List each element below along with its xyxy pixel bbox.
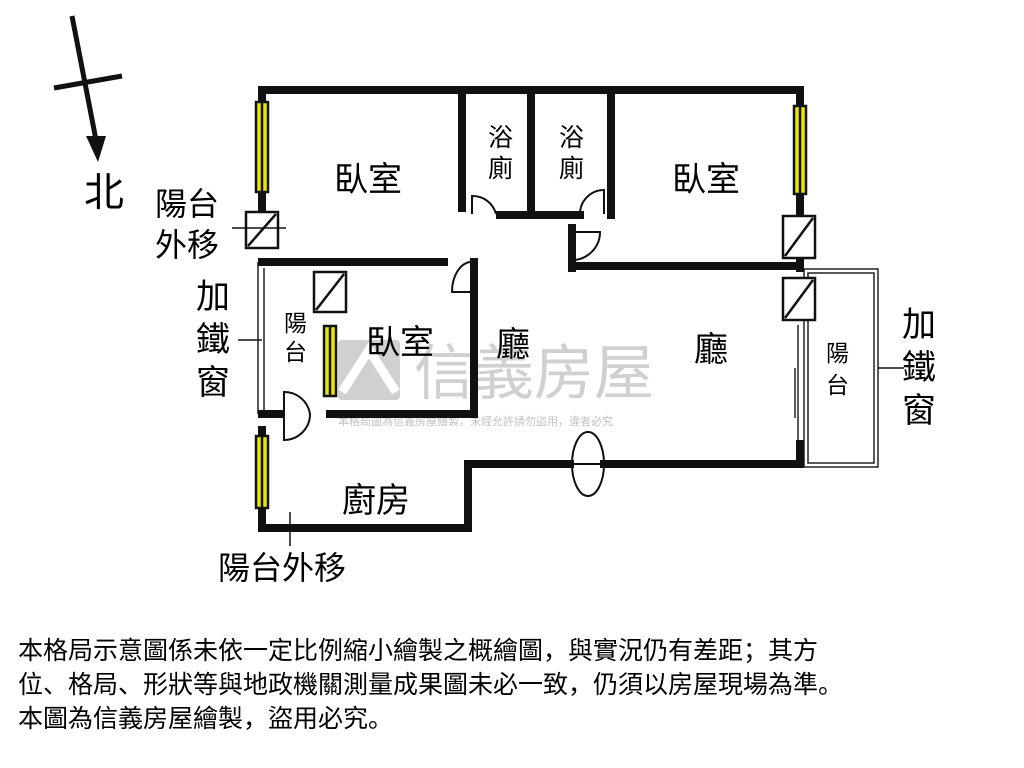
annotation-iron-window-right-1: 加: [902, 305, 936, 345]
room-kitchen: 廚房: [342, 481, 410, 521]
door-living-bottom: [570, 431, 606, 497]
door-bath2: [579, 188, 605, 215]
annotation-balcony-shift-top-line1: 陽台: [155, 185, 219, 223]
room-labels: 臥室 浴 廁 浴 廁 臥室 臥室 廳 廳 陽 台 陽 台 廚房: [284, 123, 849, 521]
room-living-right: 廳: [694, 330, 728, 370]
compass-arrow-icon: [86, 136, 106, 162]
room-bath-2-line1: 浴: [559, 123, 584, 152]
annotation-iron-window-right-3: 窗: [902, 391, 936, 431]
door-bedroom-mid: [450, 261, 471, 293]
vent-symbols: [232, 210, 817, 322]
room-bath-1-line2: 廁: [488, 154, 513, 183]
leader-lines: [238, 339, 904, 546]
disclaimer-line-3: 本圖為信義房屋繪製，盜用必究。: [18, 704, 394, 733]
vent-symbol-diagonal: [783, 217, 815, 257]
watermark-brand: 信義房屋: [414, 339, 654, 409]
room-bath-2-line2: 廁: [559, 154, 584, 183]
room-balcony-right-line1: 陽: [826, 341, 849, 367]
compass-needle-icon: [69, 15, 99, 141]
annotation-balcony-shift-top-line2: 外移: [155, 226, 219, 264]
annotation-labels: 陽台 外移 加 鐵 窗 加 鐵 窗 陽台外移: [155, 185, 936, 587]
room-bedroom-middle: 臥室: [366, 323, 434, 363]
room-bedroom-top-left: 臥室: [334, 160, 402, 200]
door-corridor: [571, 231, 602, 261]
room-living-left: 廳: [496, 325, 530, 365]
watermark-roof-icon: [338, 341, 400, 395]
doors: [283, 188, 606, 497]
annotation-iron-window-left-3: 窗: [196, 363, 230, 403]
room-balcony-left-line2: 台: [284, 340, 307, 366]
annotation-balcony-shift-bottom: 陽台外移: [218, 549, 346, 587]
room-bath-1-line1: 浴: [488, 123, 513, 152]
compass-north-label: 北: [84, 170, 124, 216]
watermark-logo-icon: [338, 340, 400, 400]
disclaimer-line-1: 本格局示意圖係未依一定比例縮小繪製之概繪圖，與實況仍有差距；其方: [18, 636, 819, 665]
floor-plan: 北 信義房屋 本格局圖為信義房屋繪製，未經允許請勿盜用，違者必究: [53, 15, 936, 587]
vent-symbol-diagonal: [247, 213, 277, 247]
compass: 北: [53, 15, 124, 216]
right-balcony-railing-inner: [807, 272, 875, 464]
annotation-iron-window-left-2: 鐵: [196, 320, 230, 360]
disclaimer: 本格局示意圖係未依一定比例縮小繪製之概繪圖，與實況仍有差距；其方 位、格局、形狀…: [18, 634, 1008, 736]
annotation-iron-window-right-2: 鐵: [902, 348, 936, 388]
room-balcony-right-line2: 台: [826, 373, 849, 399]
disclaimer-line-2: 位、格局、形狀等與地政機關測量成果圖未必一致，仍須以房屋現場為準。: [18, 670, 844, 699]
door-bath1: [471, 194, 497, 215]
room-balcony-left-line1: 陽: [284, 311, 307, 337]
annotation-iron-window-left-1: 加: [196, 277, 230, 317]
room-bedroom-top-right: 臥室: [672, 160, 740, 200]
vent-symbol-diagonal: [315, 273, 345, 311]
door-balcony-left: [283, 390, 312, 442]
compass-crossbar-icon: [53, 73, 123, 91]
vent-symbol-diagonal: [783, 279, 815, 319]
watermark: 信義房屋 本格局圖為信義房屋繪製，未經允許請勿盜用，違者必究: [338, 339, 654, 428]
windows: [254, 100, 808, 510]
